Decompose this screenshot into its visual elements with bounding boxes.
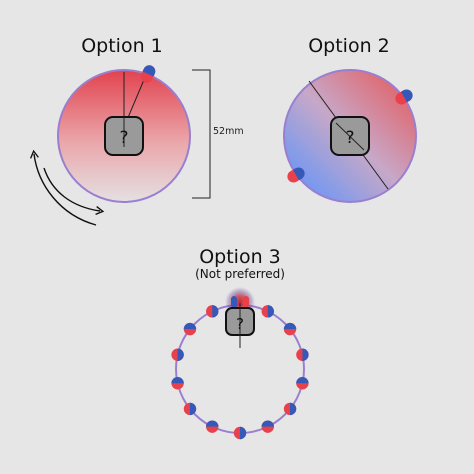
ring-magnet xyxy=(183,322,197,336)
option2-group: Option 2 ? xyxy=(283,35,417,203)
option2-box-line xyxy=(335,122,365,151)
option3-question-mark: ? xyxy=(236,315,244,333)
option1-question-mark: ? xyxy=(119,128,128,148)
ring-magnet xyxy=(283,322,297,336)
ring-magnet xyxy=(183,402,197,416)
rotation-arrow-icon xyxy=(43,167,105,215)
option2-question-mark: ? xyxy=(345,128,354,148)
ring-magnet xyxy=(171,377,184,390)
option2-magnet-bottom xyxy=(287,167,305,183)
ring-magnet xyxy=(296,377,309,390)
top-magnet xyxy=(231,296,237,308)
ring-magnet xyxy=(283,402,297,416)
ring-magnet xyxy=(206,420,219,433)
ring-magnet xyxy=(261,420,274,433)
option3-title: Option 3 xyxy=(199,246,281,268)
option3-subtitle: (Not preferred) xyxy=(195,267,285,281)
option1-dimension-label: 52mm xyxy=(213,126,244,137)
ring-magnet xyxy=(261,305,274,318)
ring-magnet xyxy=(171,348,184,361)
option2-magnet-top xyxy=(395,89,413,105)
ring-magnet xyxy=(296,348,309,361)
option2-title: Option 2 xyxy=(308,35,390,57)
option1-dimension-bracket xyxy=(192,69,211,199)
option1-magnet xyxy=(140,65,156,83)
option1-group: Option 1 ? 52mm xyxy=(29,35,244,226)
ring-magnet xyxy=(233,426,247,440)
option1-title: Option 1 xyxy=(81,35,163,57)
option3-ring-magnets xyxy=(171,296,309,440)
top-magnet xyxy=(243,296,249,308)
ring-magnet xyxy=(206,305,219,318)
option3-group: Option 3 (Not preferred) ? xyxy=(171,246,309,440)
rotation-arrow-icon xyxy=(29,149,97,226)
